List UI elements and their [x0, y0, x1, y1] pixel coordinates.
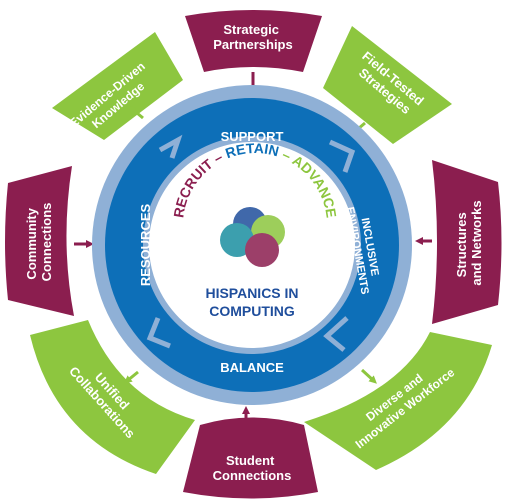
sector-structures-and-networks	[432, 160, 502, 324]
inner-ring-dividers	[146, 134, 356, 352]
arrow-diverse-and-innovative-workforce	[360, 368, 377, 384]
venn-circle-maroon	[245, 233, 279, 267]
label-community-connections-line2: Connections	[39, 203, 54, 282]
arrow-unified-collaborations	[123, 370, 139, 384]
sector-student-connections	[183, 417, 318, 499]
sector-community-connections	[5, 166, 74, 316]
label-balance: BALANCE	[220, 360, 284, 375]
sector-diverse-and-innovative-workforce	[304, 332, 492, 470]
divider-top-right	[328, 139, 356, 173]
label-support: SUPPORT	[221, 129, 284, 144]
label-resources: RESOURCES	[138, 204, 153, 287]
center-title: HISPANICS IN COMPUTING	[205, 285, 298, 319]
word-retain: RETAIN	[223, 140, 280, 161]
label-strategic-partnerships: Strategic Partnerships	[213, 22, 292, 52]
label-structures-and-networks: Structures and Networks	[454, 200, 484, 285]
sector-field-tested-strategies	[323, 26, 452, 144]
sector-evidence-driven-knowledge	[52, 32, 183, 140]
sector-strategic-partnerships	[185, 10, 322, 72]
label-student-connections-line1: Student	[226, 453, 275, 468]
dash-two: –	[280, 146, 294, 164]
label-structures-and-networks-line1: Structures	[454, 212, 469, 277]
divider-bottom-left	[146, 317, 171, 349]
label-structures-and-networks-line2: and Networks	[469, 200, 484, 285]
label-strategic-partnerships-line2: Partnerships	[213, 37, 292, 52]
outer-ring	[5, 10, 502, 499]
venn-logo	[220, 207, 285, 267]
center-title-line2: COMPUTING	[209, 303, 295, 319]
label-strategic-partnerships-line1: Strategic	[223, 22, 279, 37]
divider-bottom-right	[323, 316, 349, 352]
label-community-connections: Community Connections	[24, 203, 54, 282]
label-community-connections-line1: Community	[24, 207, 39, 279]
center-title-line1: HISPANICS IN	[205, 285, 298, 301]
arrow-evidence-driven-knowledge	[127, 105, 144, 120]
label-student-connections-line2: Connections	[213, 468, 292, 483]
sector-unified-collaborations	[30, 320, 195, 474]
label-student-connections: Student Connections	[213, 453, 292, 483]
divider-top-left	[158, 134, 183, 159]
